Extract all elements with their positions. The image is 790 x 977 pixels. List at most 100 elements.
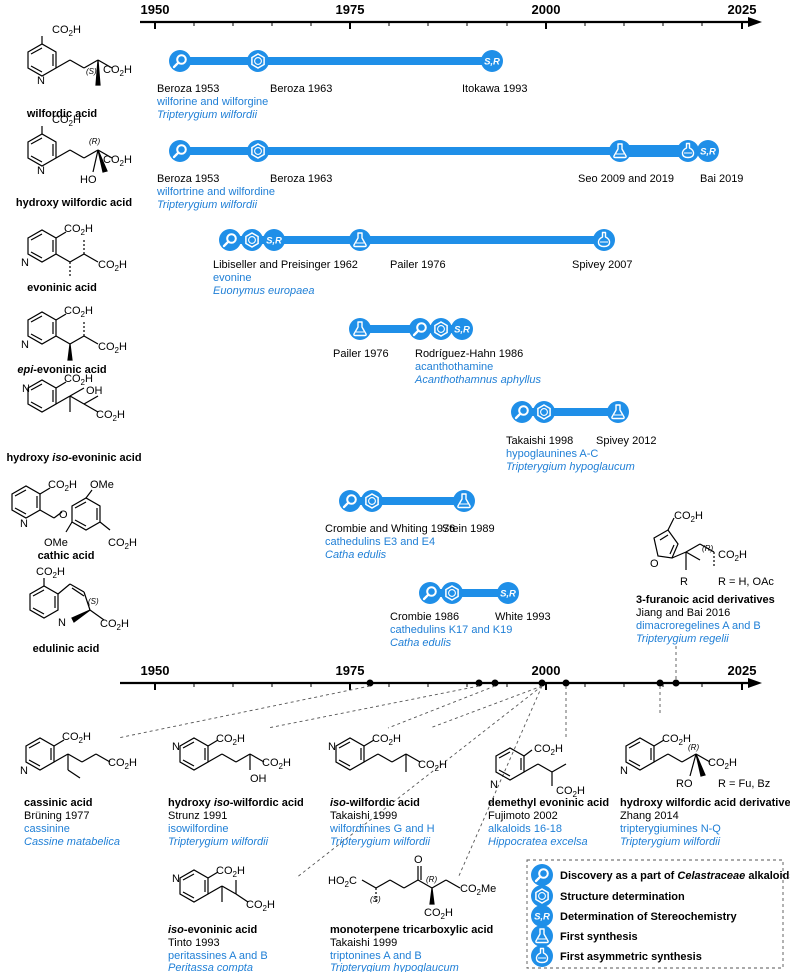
timepoint-dot (366, 679, 374, 687)
dashed-connectors (117, 646, 677, 879)
bottom-axis-label: 1975 (336, 663, 365, 678)
event-ref: Spivey 2007 (572, 259, 633, 271)
cathic-ome-bottom: OMe (44, 537, 68, 549)
edulinic-n: N (58, 617, 66, 629)
edulinic-co2h: CO2H (36, 566, 65, 580)
compound-name: wilfordic acid (26, 108, 97, 120)
hiw-n: N (172, 741, 180, 753)
event-source: Tripterygium wilfordii (157, 109, 258, 121)
timeline-bar-hydroxy-wilfordic (167, 138, 719, 164)
svg-text:triptonines A and B: triptonines A and B (330, 950, 422, 962)
hiw-oh: OH (250, 773, 267, 785)
cassinic-acid-group: CO2H (108, 757, 137, 771)
hw-oh: HO (80, 174, 97, 186)
svg-text:Strunz 1991: Strunz 1991 (168, 810, 227, 822)
cathic-acid-group: CO2H (108, 537, 137, 551)
event-ref: Spivey 2012 (596, 435, 657, 447)
timeline-bar-epi-evoninic (348, 316, 473, 342)
top-axis: 1950 1975 2000 2025 (140, 2, 762, 29)
event-ref: Stein 1989 (442, 523, 495, 535)
discovery-icon (337, 488, 363, 514)
event-ref: Seo 2009 and 2019 (578, 173, 674, 185)
hw-stereo: (R) (89, 137, 100, 146)
event-ref: Bai 2019 (700, 173, 743, 185)
mtc-ester: CO2Me (460, 883, 496, 897)
svg-text:alkaloids 16-18: alkaloids 16-18 (488, 823, 562, 835)
furan-source: Tripterygium regelii (636, 633, 729, 645)
furan-acid-group: CO2H (718, 549, 747, 563)
legend-label-discovery: Discovery as a part of Celastraceae alka… (560, 870, 790, 882)
svg-text:Takaishi 1999: Takaishi 1999 (330, 937, 397, 949)
timepoint-dot (562, 679, 570, 687)
iw-acid-group: CO2H (418, 759, 447, 773)
event-alkaloid: hypoglaunines A-C (506, 448, 598, 460)
wilfordic-acid-group: CO2H (103, 64, 132, 78)
structure-icon (246, 139, 270, 163)
timeline-bar-wilfordic (167, 48, 503, 74)
legend-benzene-icon (530, 884, 554, 908)
event-source: Tripterygium wilfordii (157, 199, 258, 211)
caption-iso-wilfordic: iso-wilfordic acid Takaishi 1999 wilford… (329, 797, 435, 848)
hwd-ro: RO (676, 778, 693, 790)
svg-text:Zhang 2014: Zhang 2014 (620, 810, 679, 822)
structure-3-furanoic (653, 517, 715, 570)
bottom-axis: 1950 1975 2000 2025 (120, 663, 762, 690)
hiev-oh: OH (86, 385, 103, 397)
svg-text:tripterygiumines N-Q: tripterygiumines N-Q (620, 823, 721, 835)
discovery-icon (509, 399, 535, 425)
compound-name: evoninic acid (27, 282, 97, 294)
svg-text:Tripterygium hypoglaucum: Tripterygium hypoglaucum (330, 962, 459, 972)
svg-text:cassinine: cassinine (24, 823, 70, 835)
cathic-o: O (59, 509, 68, 521)
furan-stereo: (R) (702, 544, 713, 553)
hiw-co2h: CO2H (216, 733, 245, 747)
structure-icon (440, 581, 464, 605)
timeline-bar-evoninic (217, 227, 616, 253)
caption-hydroxy-wilfordic-derivatives: hydroxy wilfordic acid derivatives Zhang… (620, 797, 790, 848)
legend-magnifier-icon (529, 862, 555, 888)
first-synthesis-icon (608, 139, 632, 163)
cassinic-n: N (20, 765, 28, 777)
epi-acid-group: CO2H (98, 341, 127, 355)
event-source: Tripterygium hypoglaucum (506, 461, 635, 473)
event-source: Euonymus europaea (213, 285, 315, 297)
hw-co2h: CO2H (52, 114, 81, 128)
svg-text:Peritassa compta: Peritassa compta (168, 962, 253, 972)
edulinic-acid-group: CO2H (100, 618, 129, 632)
svg-text:isowilfordine: isowilfordine (168, 823, 229, 835)
svg-text:wilfordinines G and H: wilfordinines G and H (329, 823, 435, 835)
top-axis-label: 1950 (141, 2, 170, 17)
timepoint-dot (491, 679, 499, 687)
svg-text:Tripterygium wilfordii: Tripterygium wilfordii (330, 836, 431, 848)
structure-cassinic-acid (25, 737, 111, 779)
hwd-co2h: CO2H (662, 733, 691, 747)
hw-acid-group: CO2H (103, 154, 132, 168)
svg-text:Brüning 1977: Brüning 1977 (24, 810, 89, 822)
dme-acid-group: CO2H (556, 785, 585, 799)
hiev-acid-group: CO2H (96, 409, 125, 423)
legend-label-asymmetric: First asymmetric synthesis (560, 951, 702, 963)
hwd-stereo: (R) (688, 743, 699, 752)
timepoint-dot (656, 679, 664, 687)
structure-icon (246, 49, 270, 73)
iw-n: N (328, 741, 336, 753)
edulinic-stereo: (S) (88, 597, 99, 606)
event-ref: Pailer 1976 (333, 348, 389, 360)
structure-icon (360, 489, 384, 513)
structure-edulinic-acid (29, 578, 105, 623)
svg-text:Fujimoto 2002: Fujimoto 2002 (488, 810, 558, 822)
furan-r: R (680, 576, 688, 588)
hw-n: N (37, 165, 45, 177)
svg-text:peritassines A and B: peritassines A and B (168, 950, 268, 962)
epi-n: N (21, 339, 29, 351)
svg-text:hydroxy iso-wilfordic acid: hydroxy iso-wilfordic acid (168, 797, 304, 809)
wilfordic-n: N (37, 75, 45, 87)
svg-text:Cassine matabelica: Cassine matabelica (24, 836, 120, 848)
structure-icon (532, 400, 556, 424)
compound-name: hydroxy wilfordic acid (16, 197, 132, 209)
structure-evoninic-acid (27, 229, 99, 278)
top-axis-label: 2025 (728, 2, 757, 17)
mtc-o: O (414, 854, 423, 866)
structure-icon (240, 228, 264, 252)
event-alkaloid: evonine (213, 272, 252, 284)
